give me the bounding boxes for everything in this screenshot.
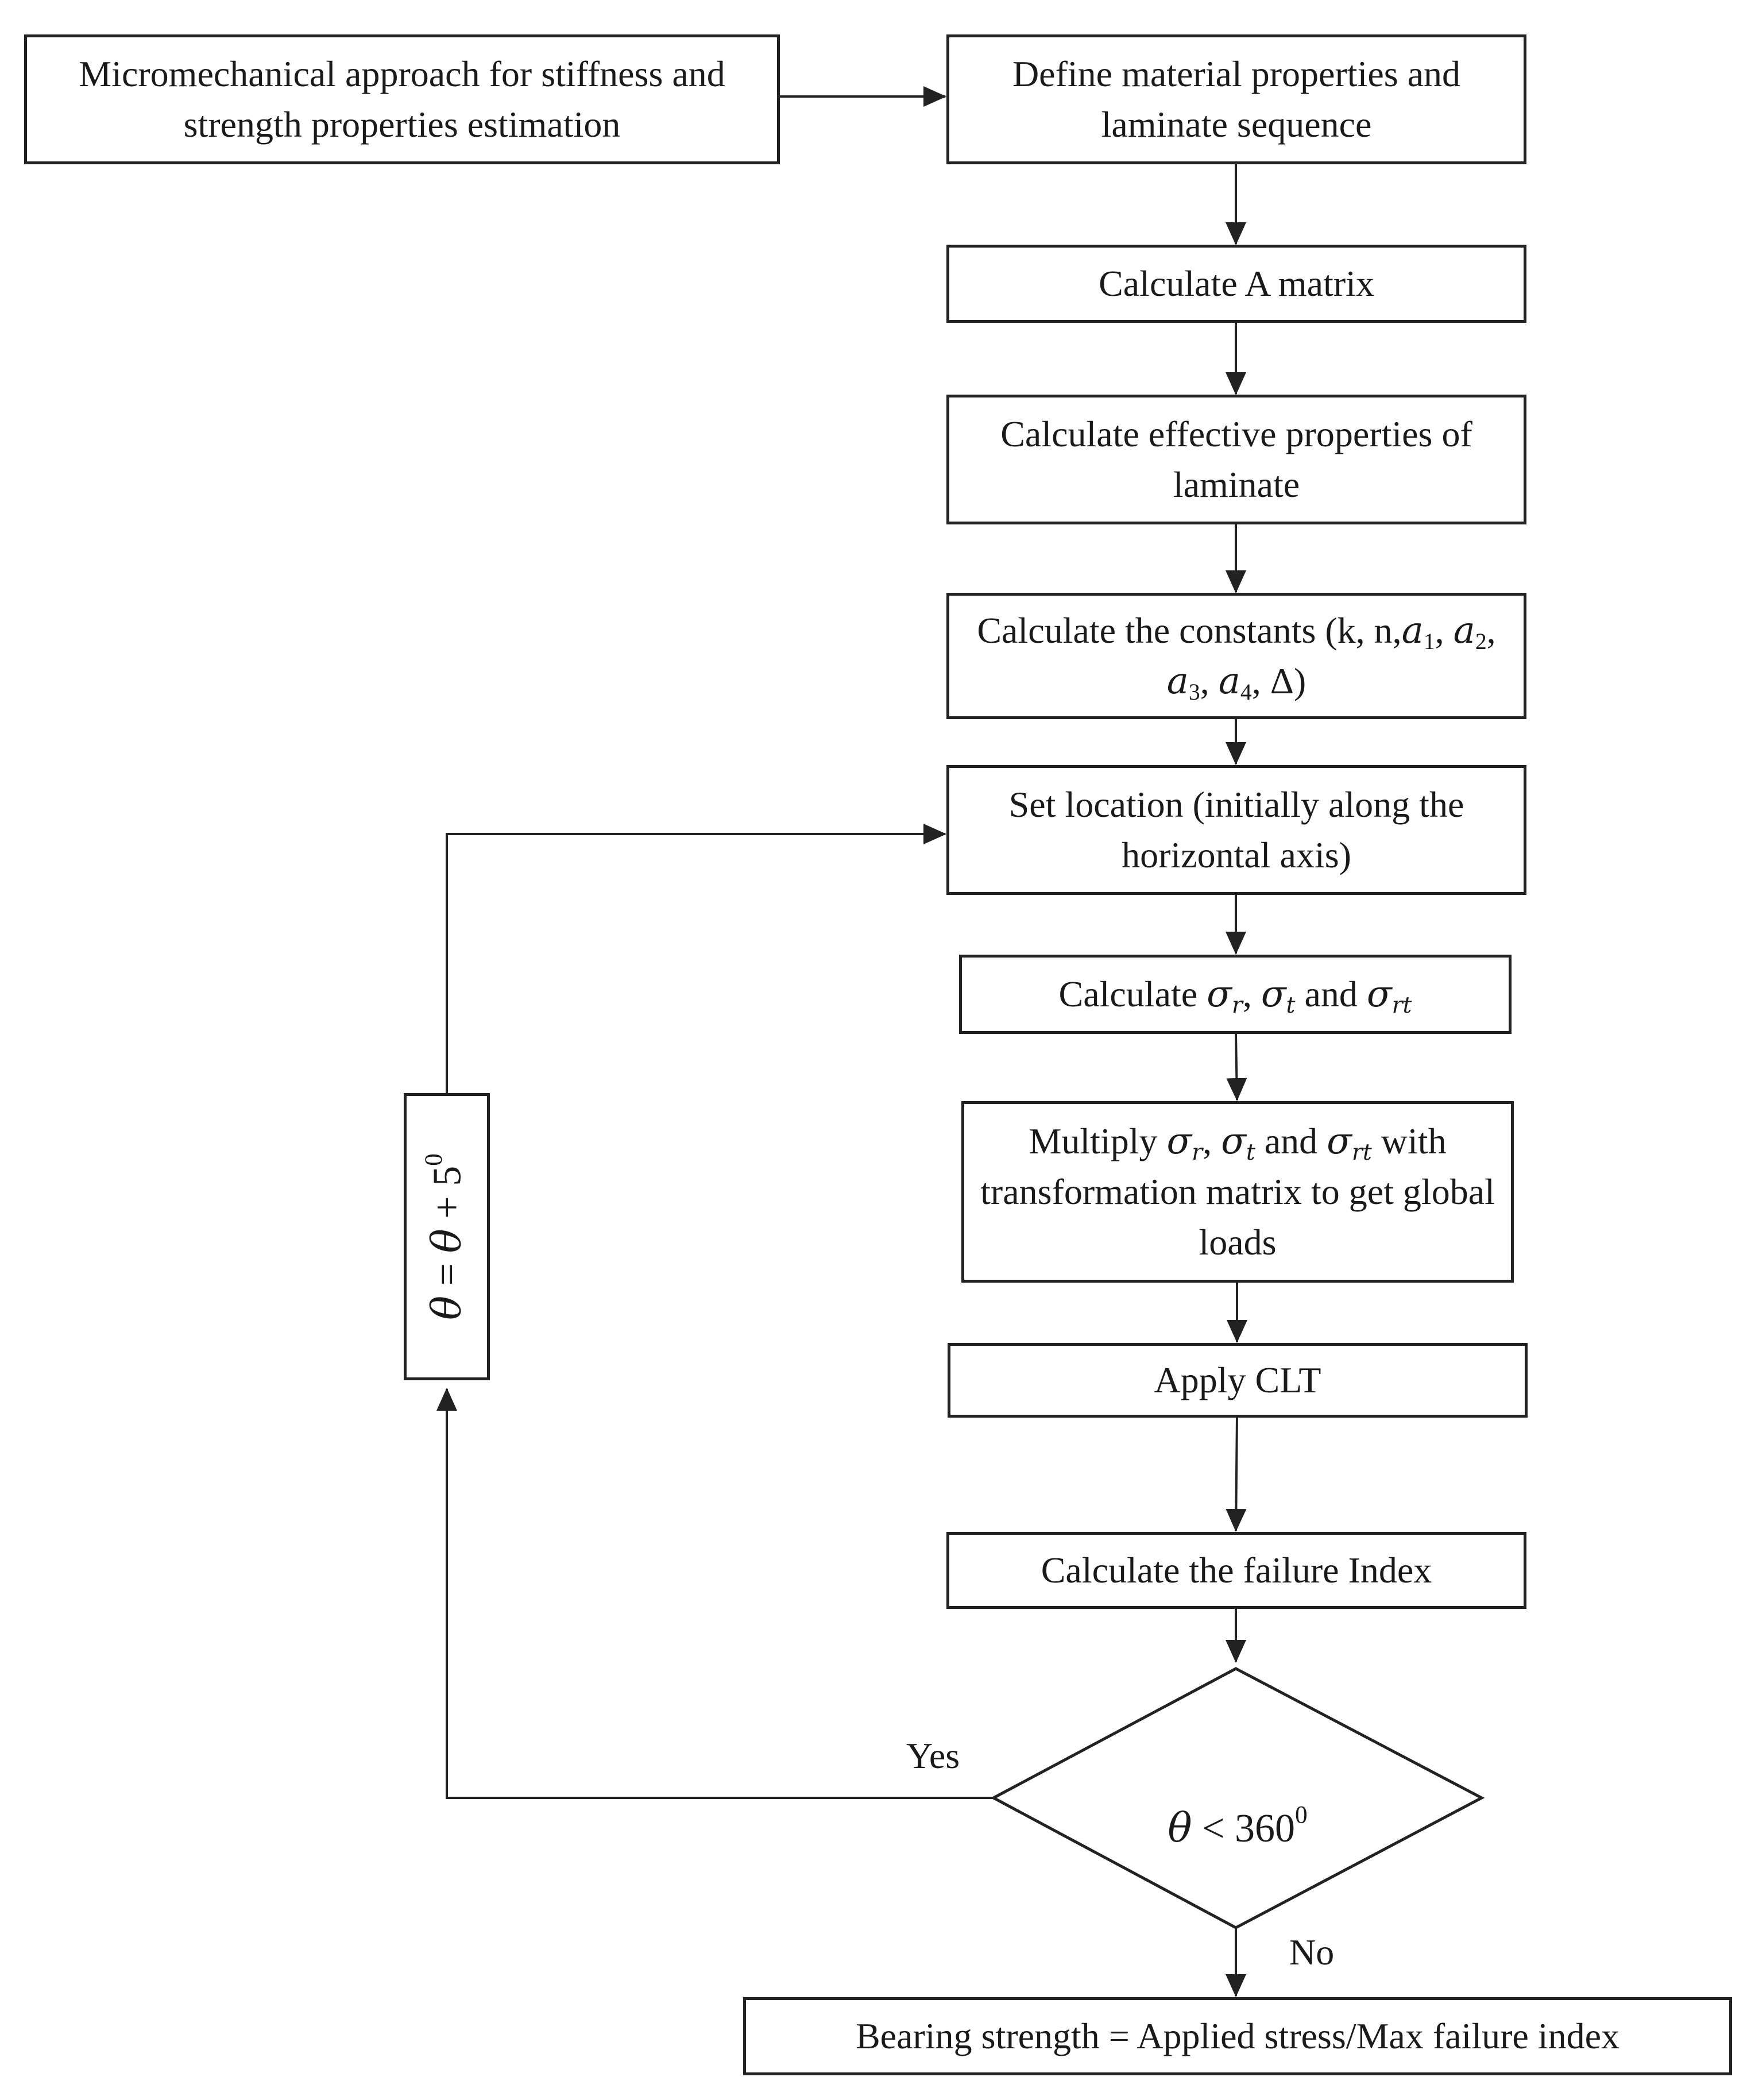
transformation-box: Multiply σr, σt and σrt with transformat… — [961, 1101, 1514, 1283]
calculate-constants-box: Calculate the constants (k, n,a1, a2, a3… — [946, 593, 1526, 719]
effective-properties-box: Calculate effective properties of lamina… — [946, 395, 1526, 524]
calculate-constants-line1: Calculate the constants (k, — [977, 609, 1365, 651]
calculate-a-matrix-box: Calculate A matrix — [946, 245, 1526, 323]
effective-properties-line2: of laminate — [1173, 413, 1472, 505]
decision-yes-label: Yes — [906, 1735, 960, 1776]
decision-diamond — [990, 1667, 1485, 1929]
transformation-line1: Multiply σr, σt and σrt with — [1029, 1120, 1447, 1165]
bearing-strength-label: Bearing strength = Applied stress/Max fa… — [855, 2015, 1620, 2056]
micromechanical-approach-line1: Micromechanical approach for stiffness — [79, 53, 663, 94]
effective-properties-line1: Calculate effective properties — [1000, 413, 1433, 454]
calculate-constants-line2: n,a1, a2, a3, a4, Δ) — [1166, 609, 1496, 705]
define-properties-line1: Define material properties and — [1012, 53, 1461, 94]
arrow-stresses-to-transform — [1226, 1033, 1247, 1101]
set-location-line2: the horizontal axis) — [1122, 783, 1464, 875]
apply-clt-box: Apply CLT — [948, 1343, 1528, 1418]
define-properties-line2: laminate sequence — [1101, 104, 1372, 145]
calculate-stresses-label: Calculate σr, σt and σrt — [1058, 972, 1412, 1018]
theta-increment-box: θ = θ + 50 — [404, 1093, 490, 1380]
arrow-increment-to-location — [446, 824, 946, 1093]
apply-clt-label: Apply CLT — [1154, 1359, 1321, 1400]
define-properties-box: Define material properties and laminate … — [946, 34, 1526, 164]
calculate-a-matrix-label: Calculate A matrix — [1099, 262, 1374, 304]
decision-no-label: No — [1289, 1932, 1335, 1972]
failure-index-box: Calculate the failure Index — [946, 1532, 1526, 1609]
bearing-strength-box: Bearing strength = Applied stress/Max fa… — [743, 1997, 1732, 2075]
transformation-line2: transformation matrix to get — [980, 1171, 1394, 1212]
set-location-box: Set location (initially along the horizo… — [946, 765, 1526, 895]
calculate-stresses-box: Calculate σr, σt and σrt — [959, 955, 1512, 1034]
decision-condition-label: θ < 3600 — [1168, 1800, 1308, 1851]
transformation-line3: global loads — [1199, 1171, 1495, 1263]
failure-index-label: Calculate the failure Index — [1041, 1549, 1432, 1591]
set-location-line1: Set location (initially along — [1008, 783, 1410, 825]
theta-increment-label: θ = θ + 50 — [419, 1153, 470, 1320]
micromechanical-approach-line2: and strength properties estimation — [183, 53, 725, 145]
micromechanical-approach-box: Micromechanical approach for stiffness a… — [24, 34, 780, 164]
arrow-clt-to-failure — [1226, 1416, 1247, 1532]
arrow-yes-to-increment — [436, 1388, 994, 1799]
